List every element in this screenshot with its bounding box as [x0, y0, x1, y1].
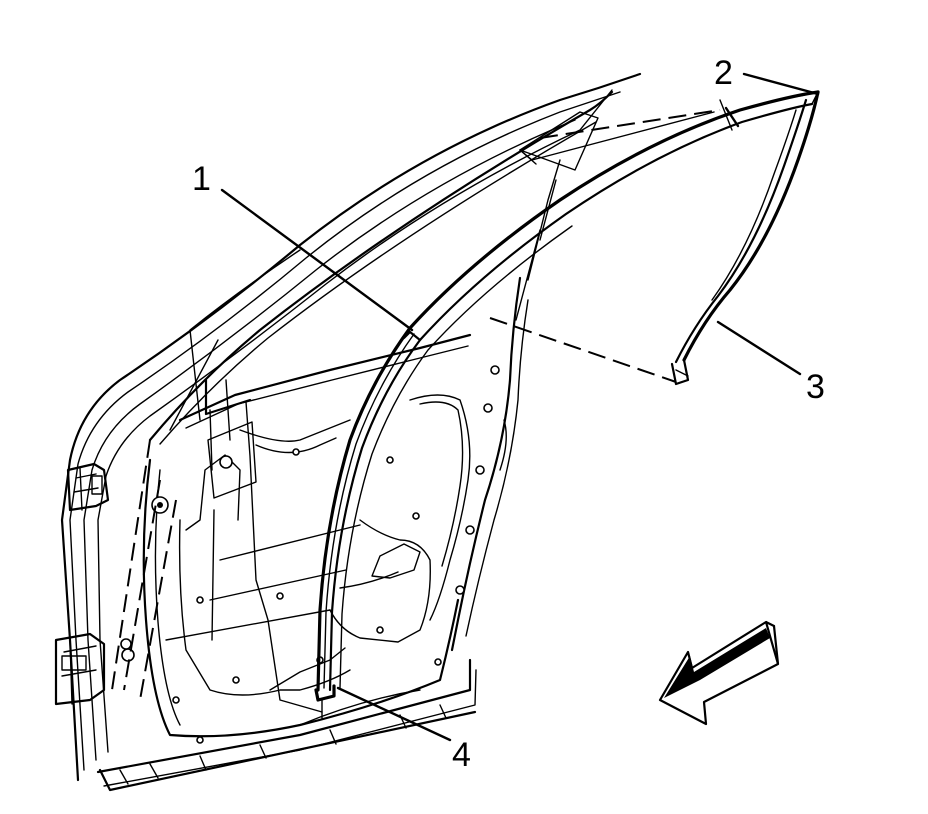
callout-1: 1 — [192, 160, 211, 198]
callout-3: 3 — [806, 368, 825, 406]
callout-4: 4 — [452, 736, 471, 774]
upper-hinge — [66, 462, 110, 512]
lower-hinge — [54, 632, 132, 706]
leader-lines — [220, 72, 820, 742]
alignment-line-upper — [539, 109, 721, 139]
alignment-line-lower — [489, 317, 677, 383]
view-direction-arrow-icon — [658, 620, 780, 726]
upper-weatherstrip-section — [670, 90, 820, 386]
door-assembly — [54, 72, 642, 792]
callout-2: 2 — [714, 54, 733, 92]
front-door-weatherstrip-installed — [314, 90, 820, 702]
